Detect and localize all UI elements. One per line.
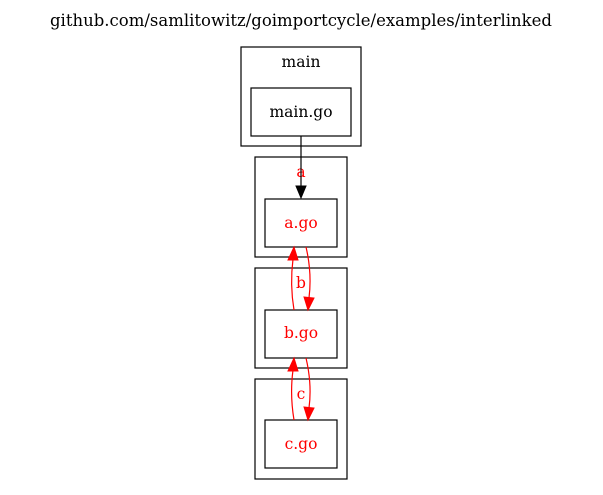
edge-b-to-c-arrowhead: [303, 406, 315, 422]
node-a-go-box[interactable]: [264, 198, 338, 248]
edge-b-to-a-arrowhead: [287, 245, 299, 261]
edge-b-to-a-line: [291, 258, 295, 311]
edge-a-to-b-arrowhead: [303, 296, 315, 312]
cluster-b: b b.go: [254, 267, 348, 369]
edge-b-to-c: [303, 357, 315, 422]
edges: [287, 136, 315, 422]
node-c-go[interactable]: c.go: [264, 419, 338, 469]
edge-a-to-b: [303, 246, 315, 312]
node-main-go-label: main.go: [269, 103, 332, 121]
edge-b-to-c-line: [305, 357, 311, 409]
node-b-go-box[interactable]: [264, 309, 338, 359]
node-main-go-box[interactable]: [250, 87, 352, 137]
edge-b-to-a: [287, 245, 299, 311]
node-main-go[interactable]: main.go: [250, 87, 352, 137]
cluster-c-label: c: [297, 385, 306, 403]
cluster-b-label: b: [296, 274, 306, 292]
node-b-go-label: b.go: [284, 324, 318, 342]
edge-c-to-b-line: [291, 369, 295, 421]
edge-c-to-b: [287, 356, 299, 421]
node-b-go[interactable]: b.go: [264, 309, 338, 359]
cluster-c: c c.go: [254, 378, 348, 480]
edge-main-to-a: [295, 136, 307, 200]
edge-c-to-b-arrowhead: [287, 356, 299, 372]
graph-title: github.com/samlitowitz/goimportcycle/exa…: [50, 11, 552, 30]
node-a-go[interactable]: a.go: [264, 198, 338, 248]
edge-main-to-a-arrowhead: [295, 185, 307, 200]
node-a-go-label: a.go: [284, 214, 317, 232]
cluster-main: main main.go: [240, 46, 362, 147]
edge-a-to-b-line: [305, 246, 311, 299]
node-c-go-box[interactable]: [264, 419, 338, 469]
cluster-main-label: main: [282, 53, 321, 71]
node-c-go-label: c.go: [285, 435, 318, 453]
